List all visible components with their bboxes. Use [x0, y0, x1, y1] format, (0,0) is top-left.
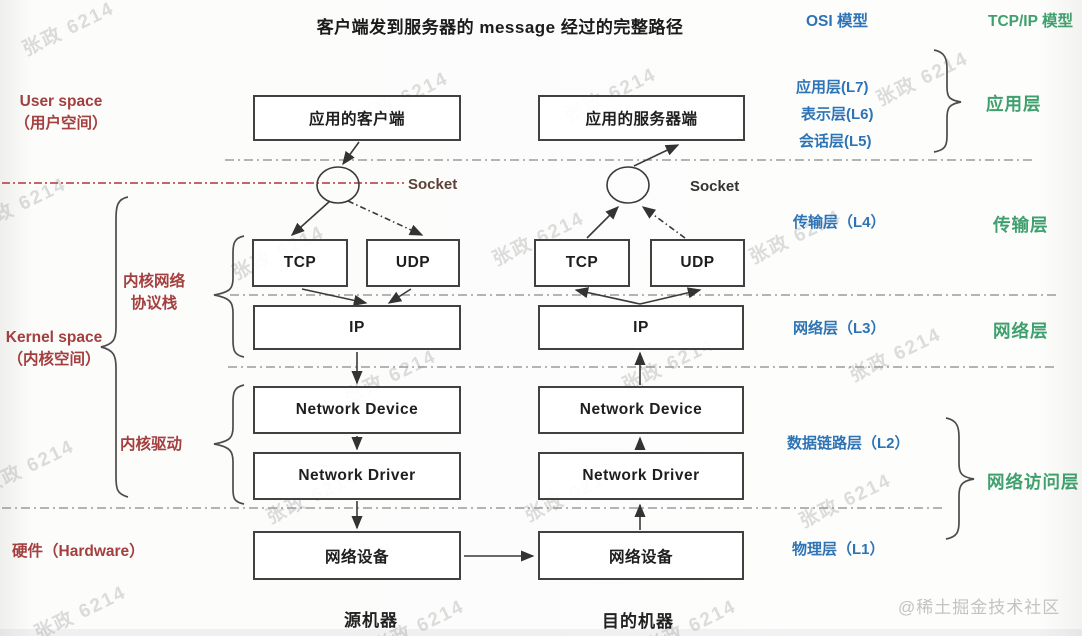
box-dest-udp: UDP: [650, 239, 745, 287]
tcpip-layer-application: 应用层: [986, 94, 1042, 114]
page-title: 客户端发到服务器的 message 经过的完整路径: [316, 18, 684, 37]
arrow-ip-to-udp: [639, 287, 702, 305]
arrow-tcp-to-ip: [301, 288, 368, 306]
arrow-udp-to-ip: [387, 288, 412, 304]
osi-layer-l6: 表示层(L6): [801, 106, 874, 123]
brace-kernel-space: [100, 196, 129, 498]
label-kernel-net-line1: 内核网络: [122, 273, 185, 290]
braces: [100, 49, 975, 540]
bottom-band: [0, 629, 1082, 636]
box-source-tcp: TCP: [252, 239, 348, 287]
site-credit: @稀土掘金技术社区: [898, 598, 1061, 617]
arrow-app-to-socket: [342, 141, 360, 166]
label-user-space-en: User space: [19, 93, 103, 110]
caption-source-machine: 源机器: [344, 611, 398, 630]
brace-kernel-net-stack: [213, 235, 245, 358]
label-user-space-zh: （用户空间）: [14, 115, 108, 133]
socket-circles: [316, 166, 650, 204]
tcpip-layer-network-access: 网络访问层: [987, 472, 1080, 492]
arrow-socket-to-tcp: [290, 200, 331, 236]
arrow-ip-to-tcp: [574, 287, 641, 305]
box-source-driver: Network Driver: [253, 452, 461, 500]
arrow-tcp-to-socket: [586, 205, 620, 239]
tcpip-layer-transport: 传输层: [993, 215, 1049, 235]
box-source-nic: 网络设备: [253, 531, 461, 580]
arrow-udp-to-socket: [641, 206, 686, 239]
divider-lines: [2, 159, 1058, 509]
brace-network-access: [945, 417, 975, 540]
box-dest-app: 应用的服务器端: [538, 95, 745, 141]
box-source-udp: UDP: [366, 239, 460, 287]
label-kernel-net-stack: 内核网络 协议栈: [114, 271, 194, 316]
box-dest-nic: 网络设备: [538, 531, 744, 580]
osi-layer-l3: 网络层（L3）: [793, 320, 886, 337]
osi-layer-l5: 会话层(L5): [799, 133, 872, 150]
label-dest-socket: Socket: [690, 178, 740, 195]
caption-dest-machine: 目的机器: [602, 612, 674, 631]
box-source-device: Network Device: [253, 386, 461, 434]
label-user-space: User space （用户空间）: [6, 91, 116, 136]
flow-arrows-source: [290, 141, 535, 562]
box-dest-driver: Network Driver: [538, 452, 744, 500]
osi-layer-l1: 物理层（L1）: [792, 541, 885, 558]
box-source-ip: IP: [253, 305, 461, 350]
label-kernel-driver: 内核驱动: [120, 436, 183, 453]
osi-layer-l2: 数据链路层（L2）: [787, 435, 910, 452]
box-dest-tcp: TCP: [534, 239, 630, 287]
socket-circle-source: [316, 166, 360, 204]
brace-kernel-driver: [213, 384, 245, 505]
label-kernel-space-zh: （内核空间）: [7, 351, 101, 369]
osi-model-heading: OSI 模型: [806, 13, 869, 30]
label-hardware: 硬件（Hardware）: [12, 543, 145, 560]
tcpip-model-heading: TCP/IP 模型: [988, 13, 1073, 30]
arrow-socket-to-app: [633, 144, 680, 167]
box-dest-ip: IP: [538, 305, 744, 350]
socket-circle-dest: [606, 166, 650, 204]
flow-arrows-dest: [574, 144, 702, 530]
label-kernel-space: Kernel space （内核空间）: [0, 327, 108, 372]
label-kernel-space-en: Kernel space: [5, 329, 103, 346]
brace-osi-app-layers: [933, 49, 962, 153]
label-source-socket: Socket: [408, 176, 458, 193]
tcpip-layer-network: 网络层: [993, 321, 1049, 341]
box-source-app: 应用的客户端: [253, 95, 461, 141]
osi-layer-l4: 传输层（L4）: [793, 214, 886, 231]
osi-layer-l7: 应用层(L7): [796, 79, 869, 96]
label-kernel-net-line2: 协议栈: [130, 295, 178, 313]
arrow-socket-to-udp: [347, 200, 424, 236]
box-dest-device: Network Device: [538, 386, 744, 434]
